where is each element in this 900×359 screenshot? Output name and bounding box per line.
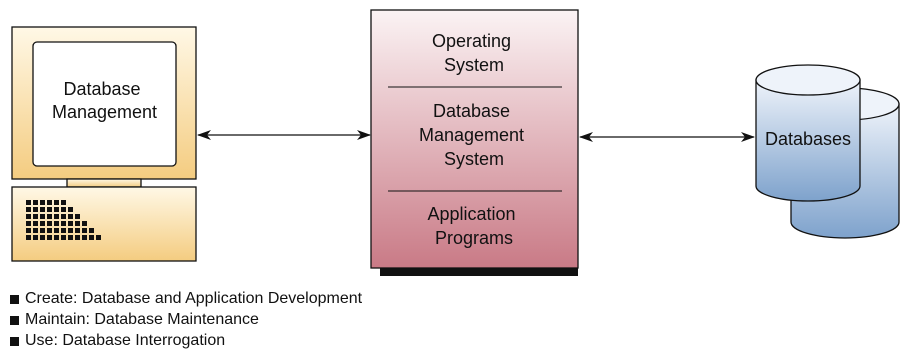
stack-layer-application-programs: Application Programs	[427, 204, 520, 248]
legend-item: Create: Database and Application Develop…	[10, 288, 362, 309]
layer-line: Database	[433, 101, 510, 121]
keyboard-base	[11, 186, 197, 262]
keyboard-key	[96, 235, 101, 240]
legend-item: Use: Database Interrogation	[10, 330, 362, 351]
monitor-screen	[32, 41, 177, 167]
keyboard-key	[89, 228, 94, 233]
keyboard-key	[33, 207, 38, 212]
keyboard-key	[82, 235, 87, 240]
keyboard-keys	[26, 200, 101, 240]
keyboard-key	[26, 228, 31, 233]
keyboard-key	[40, 221, 45, 226]
keyboard-key	[40, 235, 45, 240]
legend-item-text: Maintain: Database Maintenance	[25, 311, 259, 328]
keyboard-key	[54, 235, 59, 240]
desktop-computer-icon: Database Management	[11, 26, 197, 262]
dbms-architecture-diagram: Database Management Operating System Dat…	[11, 9, 900, 276]
keyboard-key	[61, 221, 66, 226]
keyboard-key	[33, 221, 38, 226]
keyboard-key	[61, 207, 66, 212]
keyboard-key	[40, 214, 45, 219]
layer-line: Management	[419, 125, 524, 145]
keyboard-key	[33, 200, 38, 205]
keyboard-key	[68, 228, 73, 233]
layer-line: System	[444, 149, 504, 169]
keyboard-key	[40, 207, 45, 212]
stack-panel	[370, 9, 579, 269]
layer-line: Programs	[435, 228, 513, 248]
monitor-stand	[66, 178, 142, 188]
keyboard-key	[75, 235, 80, 240]
square-bullet-icon	[10, 336, 19, 346]
legend-item-text: Use: Database Interrogation	[25, 332, 226, 349]
keyboard-key	[54, 207, 59, 212]
keyboard-key	[75, 214, 80, 219]
keyboard-key	[47, 228, 52, 233]
keyboard-key	[89, 235, 94, 240]
stack-layer-operating-system: Operating System	[432, 31, 516, 75]
keyboard-key	[61, 200, 66, 205]
screen-line: Database	[63, 79, 140, 99]
keyboard-key	[47, 235, 52, 240]
stack-layer-dbms: Database Management System	[419, 101, 529, 169]
keyboard-key	[82, 228, 87, 233]
keyboard-key	[54, 200, 59, 205]
keyboard-key	[68, 207, 73, 212]
legend-list: Create: Database and Application Develop…	[10, 288, 362, 351]
legend-item: Maintain: Database Maintenance	[10, 309, 362, 330]
keyboard-key	[26, 235, 31, 240]
keyboard-key	[26, 221, 31, 226]
screen-line: Management	[52, 102, 157, 122]
keyboard-key	[47, 200, 52, 205]
keyboard-key	[47, 207, 52, 212]
keyboard-key	[40, 200, 45, 205]
software-stack: Operating System Database Management Sys…	[370, 9, 579, 276]
keyboard-key	[26, 200, 31, 205]
keyboard-key	[68, 221, 73, 226]
database-cylinder-front	[755, 64, 861, 202]
databases-label: Databases	[765, 129, 851, 149]
layer-line: Application	[427, 204, 515, 224]
keyboard-key	[61, 228, 66, 233]
keyboard-key	[54, 228, 59, 233]
keyboard-key	[54, 214, 59, 219]
stack-shadow	[380, 268, 578, 276]
database-cylinders-icon: Databases	[755, 64, 900, 239]
keyboard-key	[75, 221, 80, 226]
square-bullet-icon	[10, 315, 19, 325]
keyboard-key	[68, 235, 73, 240]
keyboard-key	[61, 235, 66, 240]
keyboard-key	[33, 214, 38, 219]
keyboard-key	[33, 235, 38, 240]
keyboard-key	[47, 221, 52, 226]
keyboard-key	[82, 221, 87, 226]
keyboard-key	[47, 214, 52, 219]
keyboard-key	[61, 214, 66, 219]
square-bullet-icon	[10, 294, 19, 304]
keyboard-key	[26, 214, 31, 219]
layer-line: Operating	[432, 31, 511, 51]
keyboard-key	[40, 228, 45, 233]
layer-line: System	[444, 55, 504, 75]
keyboard-key	[33, 228, 38, 233]
legend-item-text: Create: Database and Application Develop…	[25, 290, 363, 307]
keyboard-key	[54, 221, 59, 226]
keyboard-key	[68, 214, 73, 219]
keyboard-key	[26, 207, 31, 212]
keyboard-key	[75, 228, 80, 233]
computer-screen-text: Database Management	[52, 79, 157, 122]
